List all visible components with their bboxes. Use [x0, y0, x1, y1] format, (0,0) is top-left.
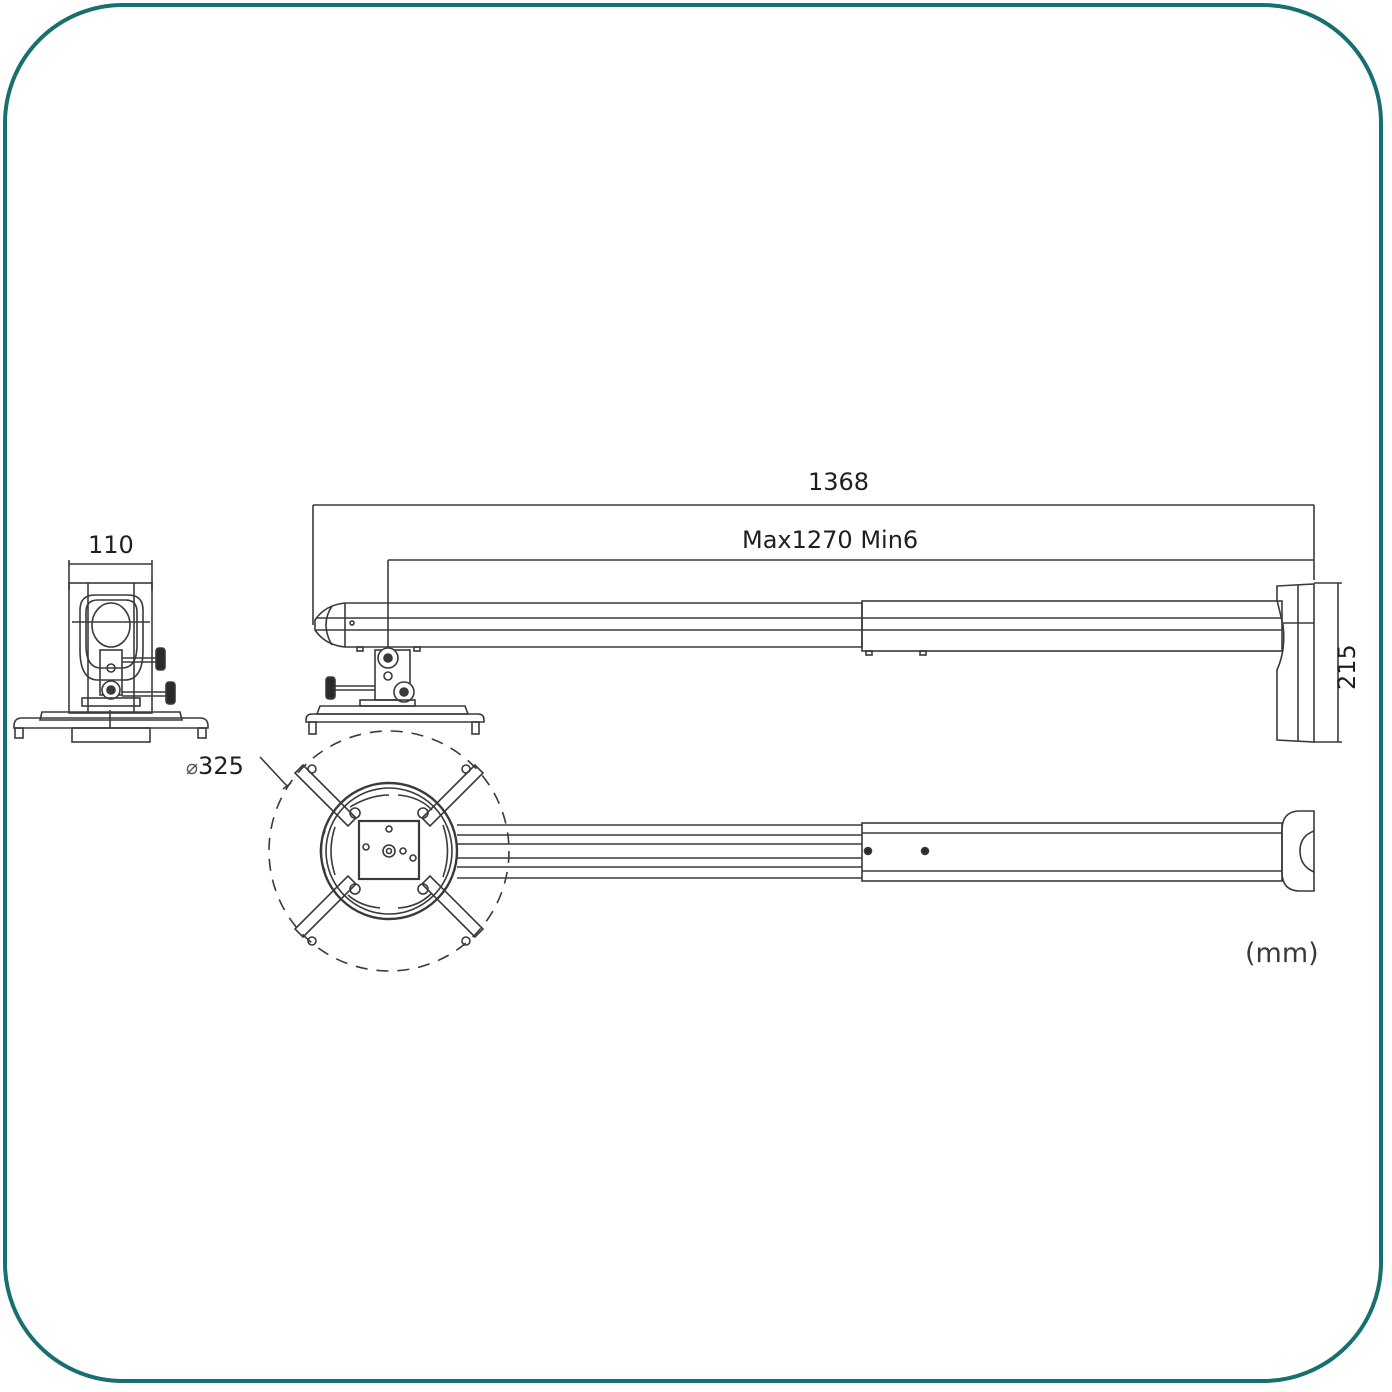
- height-label: 215: [1333, 644, 1361, 690]
- extension-range-label: Max1270 Min6: [742, 526, 919, 554]
- diameter-value: 325: [198, 752, 244, 780]
- unit-label: (mm): [1245, 938, 1319, 969]
- total-length-label: 1368: [808, 468, 870, 496]
- drawing-frame: [3, 3, 1383, 1383]
- front-view: [13, 560, 209, 743]
- bottom-view: [259, 730, 1315, 972]
- diameter-label: ⌀325: [186, 754, 244, 778]
- side-view: [305, 504, 1342, 743]
- front-width-label: 110: [88, 531, 134, 559]
- diameter-symbol: ⌀: [186, 755, 199, 779]
